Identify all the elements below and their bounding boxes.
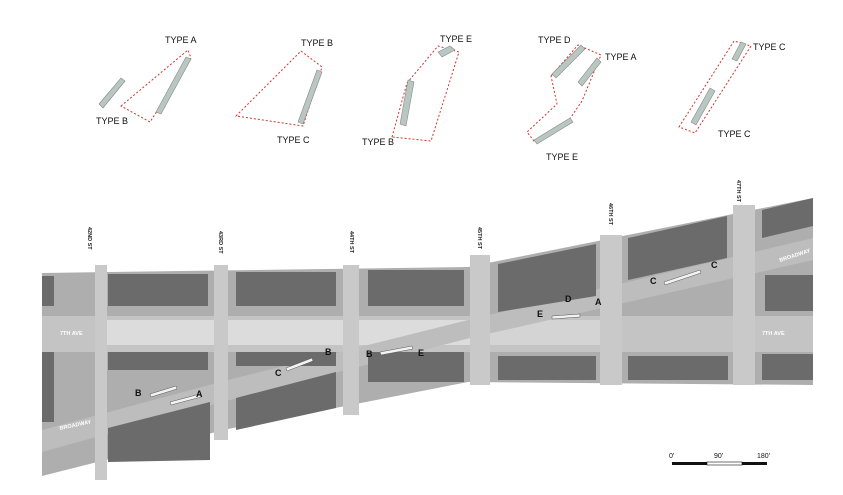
plaza-bar xyxy=(663,269,702,286)
plaza-marker: B xyxy=(135,388,142,398)
plaza-block xyxy=(155,56,192,115)
type-label: TYPE D xyxy=(538,35,571,45)
scale-label-mid: 90' xyxy=(714,453,723,460)
plaza-marker: E xyxy=(537,309,543,319)
building xyxy=(236,352,336,366)
type-label: TYPE A xyxy=(165,35,197,45)
plaza-block xyxy=(731,41,747,62)
type-label: TYPE A xyxy=(605,52,637,62)
plaza-block xyxy=(577,57,602,87)
plaza-marker: C xyxy=(711,260,718,270)
plaza-marker: B xyxy=(366,349,373,359)
plaza-block xyxy=(437,45,456,58)
scale-bar: 0' 90' 180' xyxy=(669,453,770,466)
plaza-block xyxy=(297,69,323,125)
scale-segment-dark xyxy=(672,462,707,465)
plaza-marker: C xyxy=(275,368,282,378)
building xyxy=(368,352,464,382)
plaza-block xyxy=(690,87,716,126)
type-label: TYPE E xyxy=(546,152,578,162)
building xyxy=(762,198,813,238)
plaza-marker: C xyxy=(650,276,657,286)
street-43-band xyxy=(214,265,228,440)
street-45-band xyxy=(470,255,490,385)
type-diagram-5: TYPE C TYPE C xyxy=(678,40,786,139)
plaza-marker: E xyxy=(418,348,424,358)
building xyxy=(236,372,336,430)
type-outline xyxy=(234,50,323,127)
building xyxy=(108,352,208,370)
building xyxy=(628,356,728,380)
plaza-bar xyxy=(149,385,178,398)
building xyxy=(236,272,336,306)
avenue-label-7th: 7TH AVE xyxy=(60,331,83,337)
plaza-bar xyxy=(169,393,202,406)
type-diagram-2: TYPE B TYPE C xyxy=(234,38,333,145)
plaza-marker: A xyxy=(196,389,203,399)
plaza-bar xyxy=(285,357,314,372)
building xyxy=(498,244,596,312)
type-label: TYPE B xyxy=(362,137,394,147)
type-label: TYPE B xyxy=(301,38,333,48)
street-label-44: 44TH ST xyxy=(348,231,354,254)
street-label-43: 43RD ST xyxy=(217,231,223,254)
scale-segment-light xyxy=(706,461,743,466)
building xyxy=(42,352,54,422)
building xyxy=(762,354,813,380)
site-plan: 42ND ST 43RD ST 44TH ST 45TH ST 46TH ST … xyxy=(42,180,813,480)
type-outline xyxy=(526,44,602,142)
street-label-45: 45TH ST xyxy=(476,227,482,250)
type-outline xyxy=(120,49,192,123)
plaza-block xyxy=(533,117,574,145)
street-label-46: 46TH ST xyxy=(607,203,613,226)
type-label: TYPE C xyxy=(753,42,786,52)
building xyxy=(498,356,596,380)
building xyxy=(368,270,464,306)
plaza-marker: D xyxy=(565,294,572,304)
type-label: TYPE E xyxy=(440,34,472,44)
plaza-marker: B xyxy=(325,347,332,357)
avenue-label-7th: 7TH AVE xyxy=(762,331,785,337)
plaza-block xyxy=(551,44,586,79)
building xyxy=(765,275,813,311)
street-46-band xyxy=(600,235,622,385)
type-label: TYPE C xyxy=(277,135,310,145)
type-outline xyxy=(678,40,752,134)
type-label: TYPE C xyxy=(718,129,751,139)
street-label-42: 42ND ST xyxy=(86,227,92,250)
street-44-band xyxy=(343,265,359,415)
type-diagram-3: TYPE E TYPE B xyxy=(362,34,472,147)
plaza-bar xyxy=(551,313,581,320)
type-label: TYPE B xyxy=(96,116,128,126)
building xyxy=(42,276,54,306)
street-42-band xyxy=(95,265,107,480)
street-47-band xyxy=(733,205,755,385)
plaza-marker: A xyxy=(595,297,602,307)
scale-label-zero: 0' xyxy=(669,453,674,460)
building xyxy=(108,274,208,306)
plaza-block xyxy=(399,79,415,127)
street-label-47: 47TH ST xyxy=(735,180,741,203)
plaza-bar xyxy=(379,345,414,356)
scale-segment-dark xyxy=(742,462,767,465)
scale-label-end: 180' xyxy=(757,453,770,460)
type-diagram-1: TYPE A TYPE B xyxy=(96,35,197,126)
type-diagram-4: TYPE D TYPE A TYPE E xyxy=(526,35,637,162)
building xyxy=(108,402,210,462)
type-outline xyxy=(391,45,460,142)
building xyxy=(628,216,727,280)
plaza-block xyxy=(98,77,126,109)
